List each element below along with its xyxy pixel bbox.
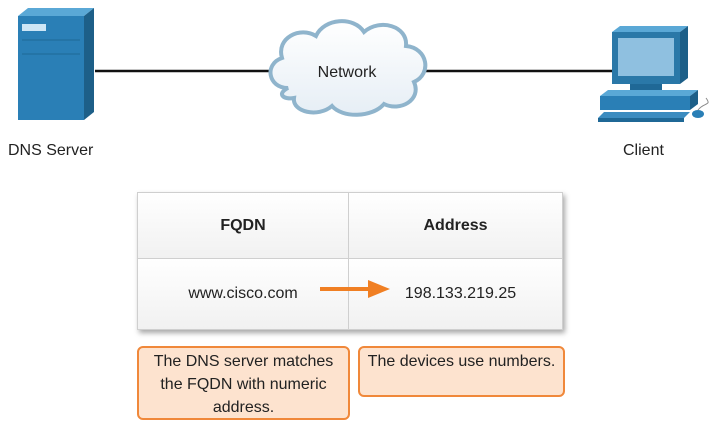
server-icon [18, 8, 94, 120]
network-label: Network [317, 64, 377, 81]
fqdn-column-header: FQDN [138, 193, 349, 259]
client-label: Client [623, 142, 664, 159]
mapping-arrow-icon [320, 280, 390, 298]
address-column-header: Address [349, 193, 562, 259]
devices-note: The devices use numbers. [358, 346, 565, 397]
server-note: The DNS server matches the FQDN with num… [137, 346, 350, 420]
client-computer-icon [598, 26, 709, 122]
server-label: DNS Server [8, 142, 94, 159]
dns-lookup-table: FQDN Address www.cisco.com 198.133.219.2… [137, 192, 563, 330]
fqdn-cell: www.cisco.com [138, 259, 349, 329]
network-cloud-icon [268, 19, 428, 117]
address-cell: 198.133.219.25 [349, 259, 562, 329]
